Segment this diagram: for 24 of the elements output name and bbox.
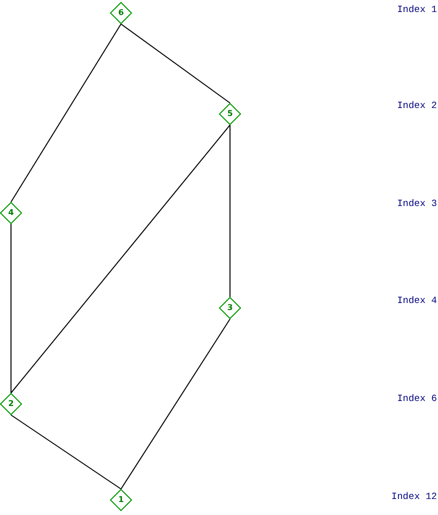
index-label: Index 1 (397, 4, 437, 15)
node-number: 1 (118, 495, 124, 504)
index-label: Index 12 (391, 491, 437, 502)
connector-line (10, 224, 12, 394)
node-number: 2 (8, 399, 14, 408)
diamond-node (0, 393, 22, 415)
node-number: 3 (227, 303, 233, 312)
diamond-node (110, 2, 132, 24)
connector-line (120, 318, 230, 490)
node-number: 5 (227, 109, 233, 118)
diamond-node (219, 297, 241, 319)
connector-line (120, 24, 230, 104)
index-label: Index 2 (397, 100, 437, 111)
connector-line (10, 414, 122, 490)
diamond-node (110, 489, 132, 511)
index-label: Index 3 (397, 198, 437, 209)
node-number: 6 (118, 8, 124, 18)
connector-line (10, 124, 230, 394)
node-number: 4 (8, 208, 14, 218)
index-label: Index 4 (397, 295, 437, 306)
diamond-node (0, 202, 22, 224)
diamond-node (219, 103, 241, 125)
connector-line (10, 24, 122, 202)
index-label: Index 6 (397, 393, 437, 404)
